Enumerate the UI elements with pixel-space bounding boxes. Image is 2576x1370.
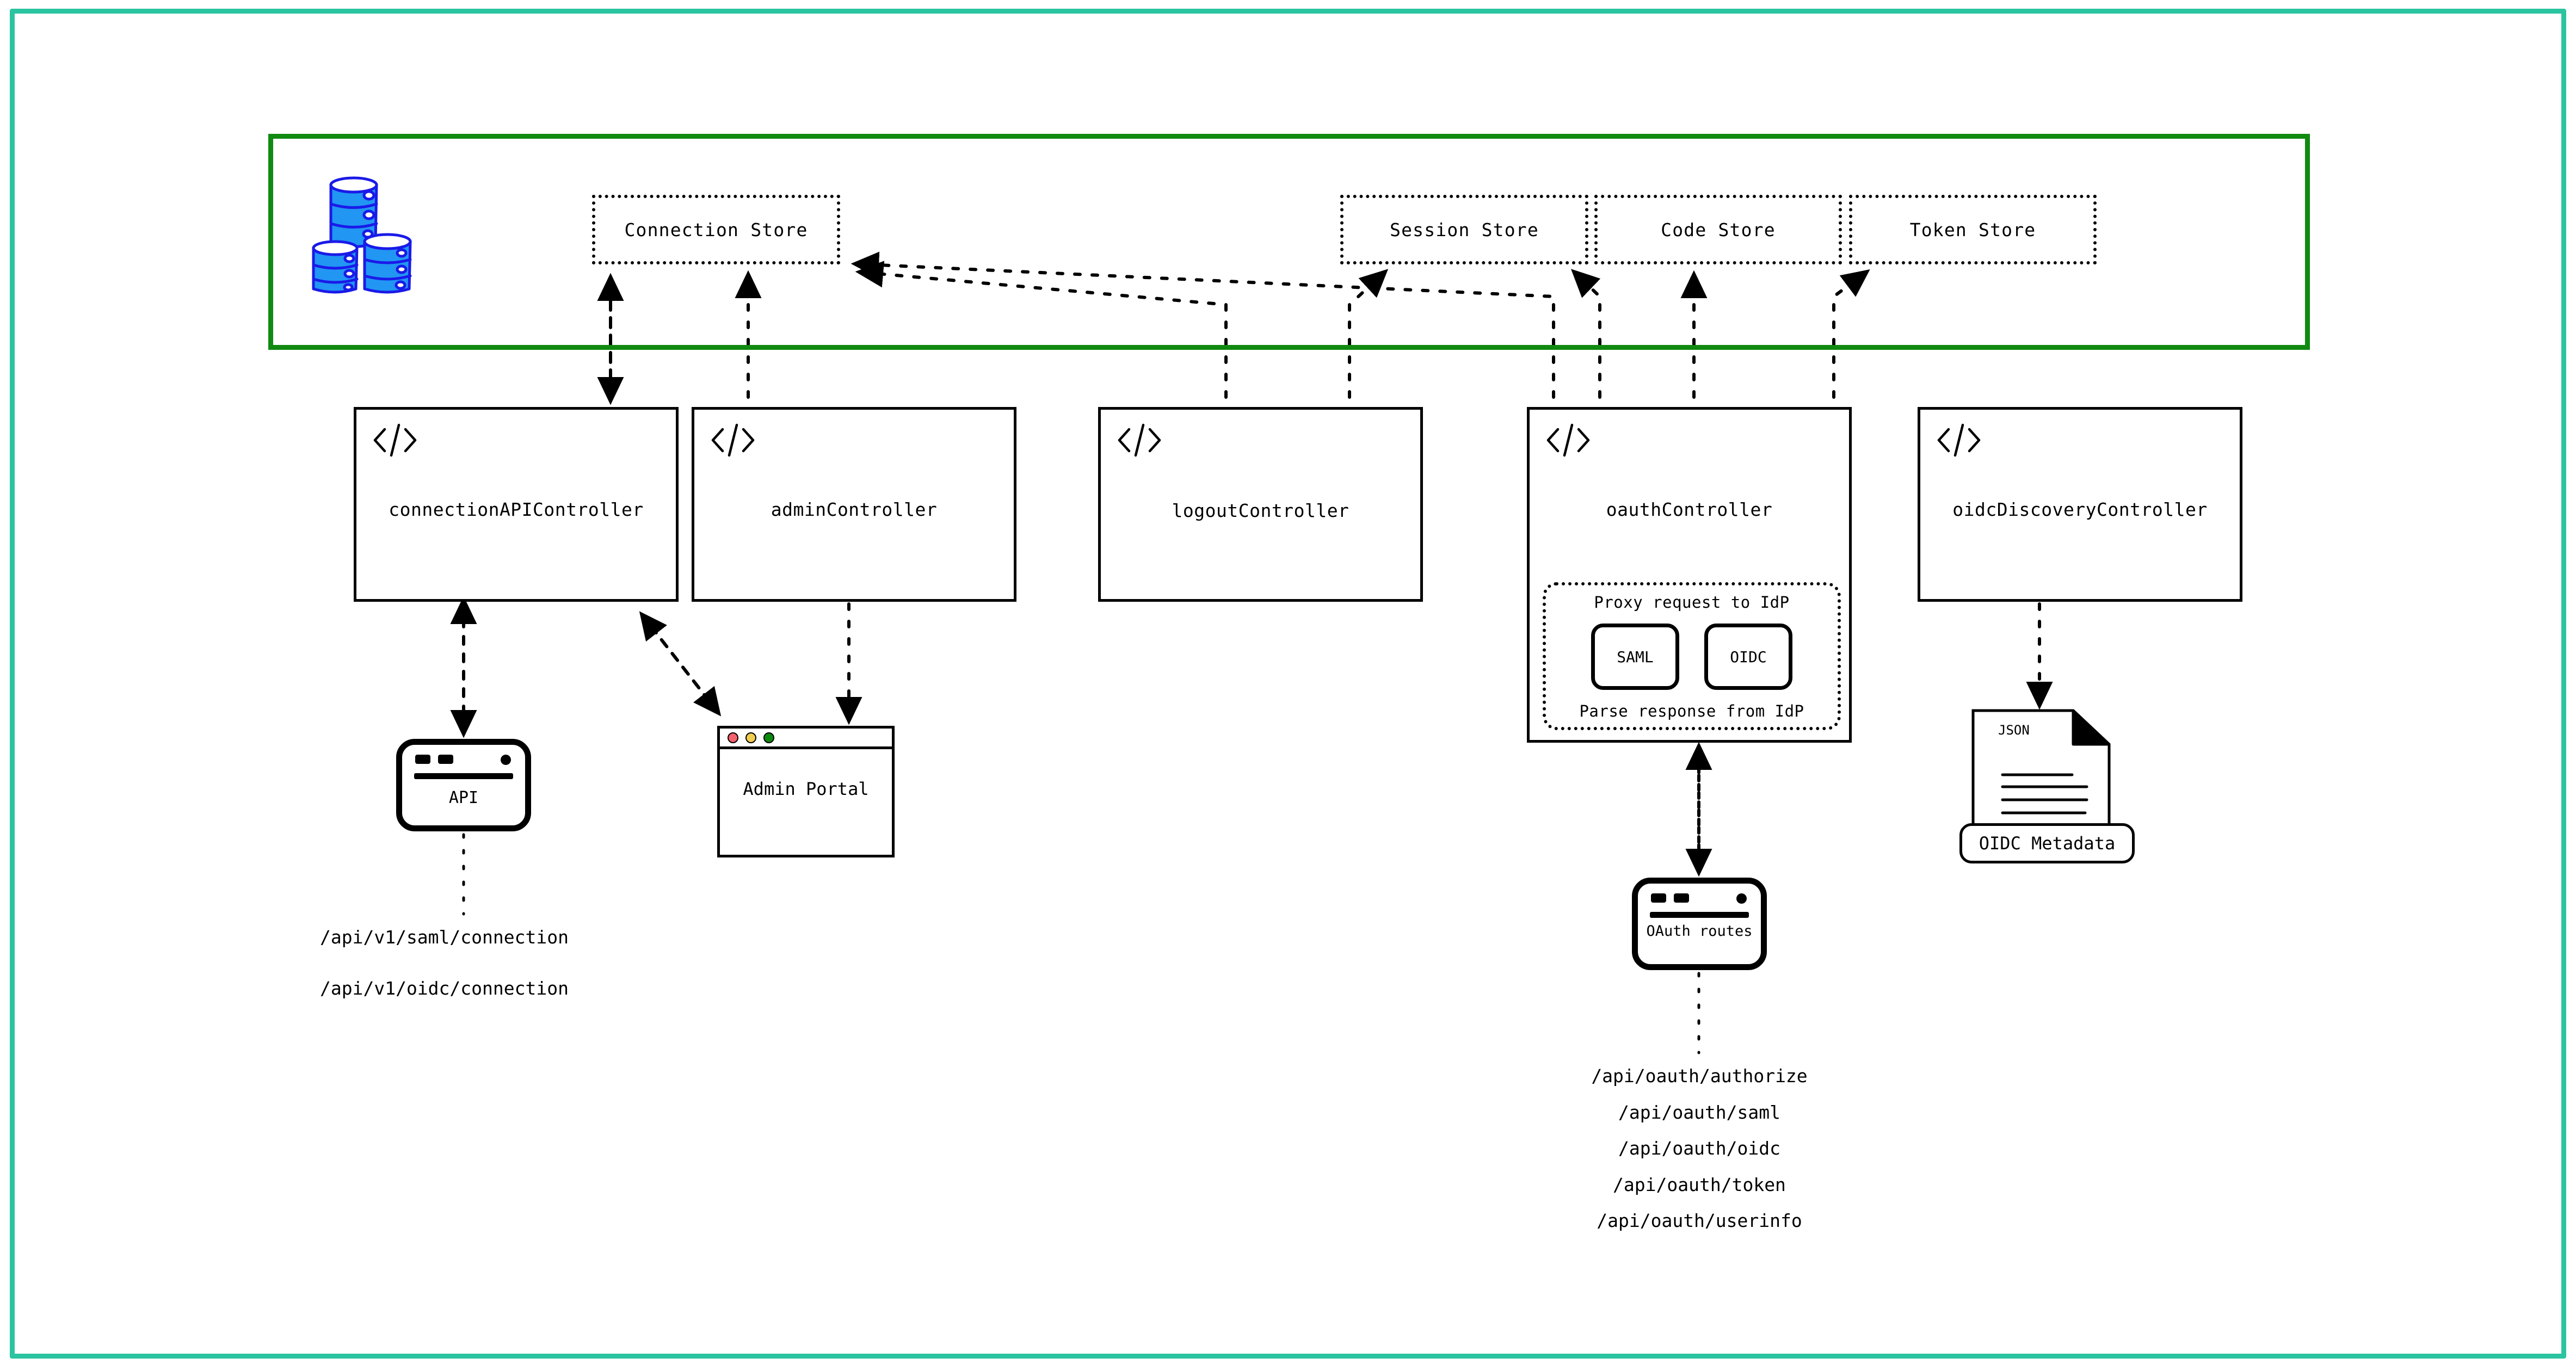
window-controls-icon bbox=[415, 755, 453, 764]
idp-proxy-caption: Proxy request to IdP bbox=[1594, 593, 1790, 612]
node-label: OAuth routes bbox=[1646, 923, 1753, 940]
node-label: API bbox=[448, 788, 479, 807]
controller-oauth[interactable]: oauthController Proxy request to IdP SAM… bbox=[1527, 407, 1852, 743]
controller-label: connectionAPIController bbox=[389, 499, 644, 520]
database-stack-icon bbox=[310, 171, 435, 297]
route-list-oauth: /api/oauth/authorize /api/oauth/saml /ap… bbox=[1580, 1064, 1819, 1245]
code-tag-icon bbox=[372, 421, 418, 460]
window-controls-icon bbox=[1651, 893, 1689, 903]
code-tag-icon bbox=[1116, 421, 1163, 460]
protocol-label: OIDC bbox=[1730, 647, 1767, 666]
store-label: Session Store bbox=[1390, 219, 1539, 240]
idp-parse-caption: Parse response from IdP bbox=[1579, 702, 1804, 720]
store-connection-store[interactable]: Connection Store bbox=[592, 195, 840, 264]
route-item: /api/oauth/saml bbox=[1618, 1101, 1780, 1123]
idp-proxy-block: Proxy request to IdP SAML OIDC Parse res… bbox=[1543, 582, 1841, 730]
protocol-saml-button[interactable]: SAML bbox=[1591, 624, 1679, 690]
node-oauth-routes[interactable]: OAuth routes bbox=[1632, 878, 1767, 970]
node-admin-portal[interactable]: Admin Portal bbox=[717, 726, 895, 857]
route-item: /api/oauth/oidc bbox=[1618, 1138, 1780, 1159]
traffic-light-yellow-icon bbox=[745, 732, 756, 743]
route-item: /api/oauth/userinfo bbox=[1597, 1210, 1802, 1232]
controller-label: logoutController bbox=[1172, 500, 1349, 521]
store-label: Token Store bbox=[1909, 219, 2036, 240]
store-token-store[interactable]: Token Store bbox=[1849, 195, 2097, 264]
node-api[interactable]: API bbox=[396, 739, 531, 831]
protocol-oidc-button[interactable]: OIDC bbox=[1704, 624, 1792, 690]
controller-logout[interactable]: logoutController bbox=[1098, 407, 1423, 602]
traffic-light-green-icon bbox=[763, 732, 774, 743]
store-session-store[interactable]: Session Store bbox=[1340, 195, 1588, 264]
code-tag-icon bbox=[1545, 421, 1592, 460]
window-menu-dot-icon bbox=[501, 755, 511, 765]
controller-connection-api[interactable]: connectionAPIController bbox=[354, 407, 679, 602]
idp-protocol-group: SAML OIDC bbox=[1591, 624, 1792, 690]
store-label: Connection Store bbox=[624, 219, 808, 240]
protocol-label: SAML bbox=[1617, 647, 1654, 666]
route-list-connection-api: /api/v1/saml/connection /api/v1/oidc/con… bbox=[320, 925, 569, 1027]
route-item: /api/oauth/authorize bbox=[1591, 1065, 1808, 1087]
route-item: /api/v1/oidc/connection bbox=[320, 977, 569, 999]
code-tag-icon bbox=[710, 421, 756, 460]
outer-frame bbox=[10, 9, 2566, 1359]
svg-text:JSON: JSON bbox=[1998, 723, 2030, 738]
route-item: /api/v1/saml/connection bbox=[320, 927, 569, 948]
controller-label: oidcDiscoveryController bbox=[1952, 499, 2208, 520]
traffic-light-red-icon bbox=[728, 732, 738, 743]
store-label: Code Store bbox=[1661, 219, 1776, 240]
controller-oidc-discovery[interactable]: oidcDiscoveryController bbox=[1918, 407, 2242, 602]
controller-label: oauthController bbox=[1606, 499, 1773, 520]
route-item: /api/oauth/token bbox=[1613, 1174, 1786, 1195]
code-tag-icon bbox=[1936, 421, 1982, 460]
window-menu-dot-icon bbox=[1736, 893, 1747, 904]
window-address-bar-icon bbox=[414, 773, 513, 779]
node-label: OIDC Metadata bbox=[1979, 833, 2116, 854]
node-label: Admin Portal bbox=[743, 779, 869, 799]
window-title-bar bbox=[720, 729, 892, 749]
node-oidc-metadata-label[interactable]: OIDC Metadata bbox=[1959, 823, 2135, 863]
window-address-bar-icon bbox=[1650, 912, 1749, 918]
storage-region bbox=[268, 134, 2310, 350]
store-code-store[interactable]: Code Store bbox=[1594, 195, 1842, 264]
controller-admin[interactable]: adminController bbox=[692, 407, 1016, 602]
controller-label: adminController bbox=[771, 499, 938, 520]
